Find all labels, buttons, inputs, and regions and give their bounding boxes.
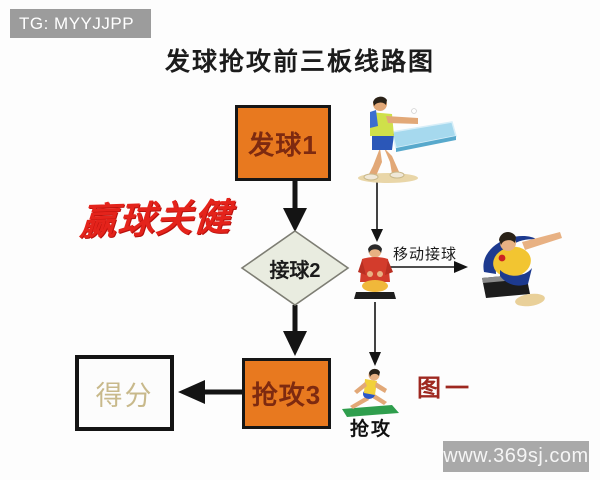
green-mat: [342, 405, 399, 417]
arrow-serve-to-receive: [283, 181, 307, 232]
player-serve-icon: [358, 96, 457, 183]
arrow-move-receive: [388, 261, 468, 273]
win-key-calligraphy: 赢球关健: [78, 197, 234, 244]
arrow-receive-to-attack: [283, 305, 307, 356]
arm: [386, 116, 418, 124]
shirt: [360, 257, 390, 282]
shirt: [493, 246, 531, 278]
arm: [354, 382, 367, 394]
player-move-receive-icon: [482, 232, 562, 307]
player-receive-icon: [354, 244, 396, 299]
figure-one-label: 图一: [417, 375, 473, 402]
arrow-receiver-to-attacker: [369, 302, 381, 366]
shorts: [372, 134, 394, 150]
receive-diamond-shape: [240, 230, 350, 306]
shirt: [364, 379, 377, 395]
player-attack-icon: [342, 368, 399, 417]
ball: [411, 108, 417, 114]
page-title: 发球抢攻前三板线路图: [164, 48, 435, 76]
foot: [515, 293, 545, 307]
arm: [522, 232, 562, 250]
arrow-serveplayer-to-receiver: [371, 182, 383, 242]
body-swing: [483, 235, 538, 274]
score-node: 得分: [75, 355, 174, 431]
serve-node: 发球1: [235, 105, 331, 181]
arrow-attack-to-score: [178, 380, 242, 404]
table-edge: [396, 136, 456, 152]
receive-node: 接球2: [269, 259, 321, 282]
attack-caption-label: 抢攻: [350, 419, 393, 440]
move-receive-label: 移动接球: [393, 246, 458, 263]
tg-watermark-badge: TG: MYYJJPP: [10, 9, 151, 38]
mini-table: [354, 292, 396, 299]
site-watermark-badge: www.369sj.com: [443, 441, 589, 472]
balls-pile: [362, 280, 388, 292]
attack-node: 抢攻3: [242, 358, 331, 429]
